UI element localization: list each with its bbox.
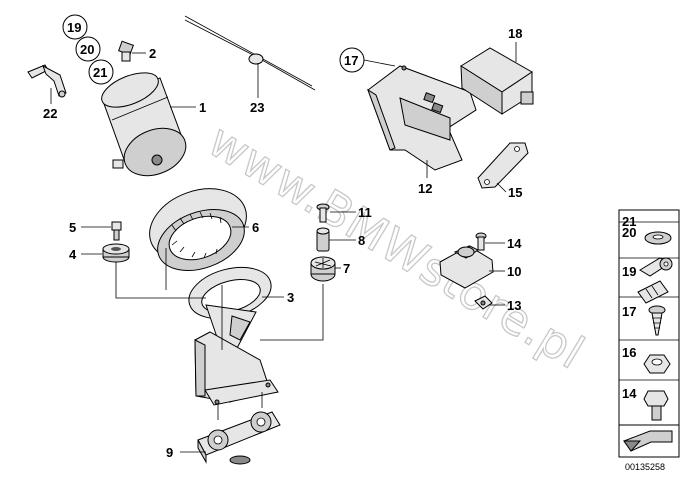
hose-fitting-icon [637,280,669,304]
callout-6: 6 [252,220,259,235]
screw-icon [648,305,666,336]
lower-bracket [194,331,279,420]
screw-part-11 [316,203,330,223]
fitting-part-2 [118,40,134,62]
side-label-16: 16 [622,345,636,360]
banjo-bolt-icon [639,257,673,277]
callout-4: 4 [69,247,77,262]
hex-nut-icon [643,354,671,374]
leader-line [496,182,507,193]
screw-part-14 [475,232,487,251]
rubber-buffer [310,256,336,282]
side-label-20: 20 [622,225,636,240]
spacer-sleeve [316,227,330,252]
hex-bolt-icon [643,390,669,421]
screw-part-5 [111,221,122,241]
damper-plate [197,411,281,465]
washer-icon [644,231,672,245]
callout-13: 13 [507,298,521,313]
leader-line [363,59,396,67]
side-label-17: 17 [622,304,636,319]
callout-18: 18 [508,26,522,41]
side-label-14: 14 [622,386,637,401]
callout-21: 21 [93,65,107,80]
bracket-part-12 [367,65,477,171]
callout-7: 7 [343,261,350,276]
callout-17: 17 [344,53,358,68]
side-parts-panel: 21 20 19 17 16 14 [618,209,680,458]
callout-19: 19 [67,20,81,35]
gear-ring [149,188,247,271]
control-module [460,47,534,115]
image-id: 00135258 [625,462,665,472]
side-label-19: 19 [622,264,636,279]
holder-bracket [188,266,272,353]
clip-part-13 [474,295,493,310]
callout-9: 9 [166,445,173,460]
callout-8: 8 [358,233,365,248]
callout-2: 2 [149,46,156,61]
callout-23: 23 [250,100,264,115]
watermark: www.BMWstore.pl [199,113,594,380]
bracket-part-15 [477,142,529,189]
arrow-icon [623,430,673,452]
pump-motor [101,72,187,177]
hose-fitting [27,64,67,98]
sensor-part-10 [439,245,494,289]
callout-14: 14 [507,236,522,251]
callout-11: 11 [358,205,372,220]
callout-12: 12 [418,181,432,196]
side-label-21: 21 [622,214,636,229]
leader-line [260,284,324,341]
callout-15: 15 [508,185,522,200]
leader-line [115,262,206,299]
callout-20: 20 [80,42,94,57]
callout-3: 3 [287,290,294,305]
callout-5: 5 [69,220,76,235]
cable-tie [184,15,316,91]
callout-22: 22 [43,106,57,121]
callout-10: 10 [507,264,521,279]
rubber-mount [102,243,130,263]
callout-1: 1 [199,100,206,115]
